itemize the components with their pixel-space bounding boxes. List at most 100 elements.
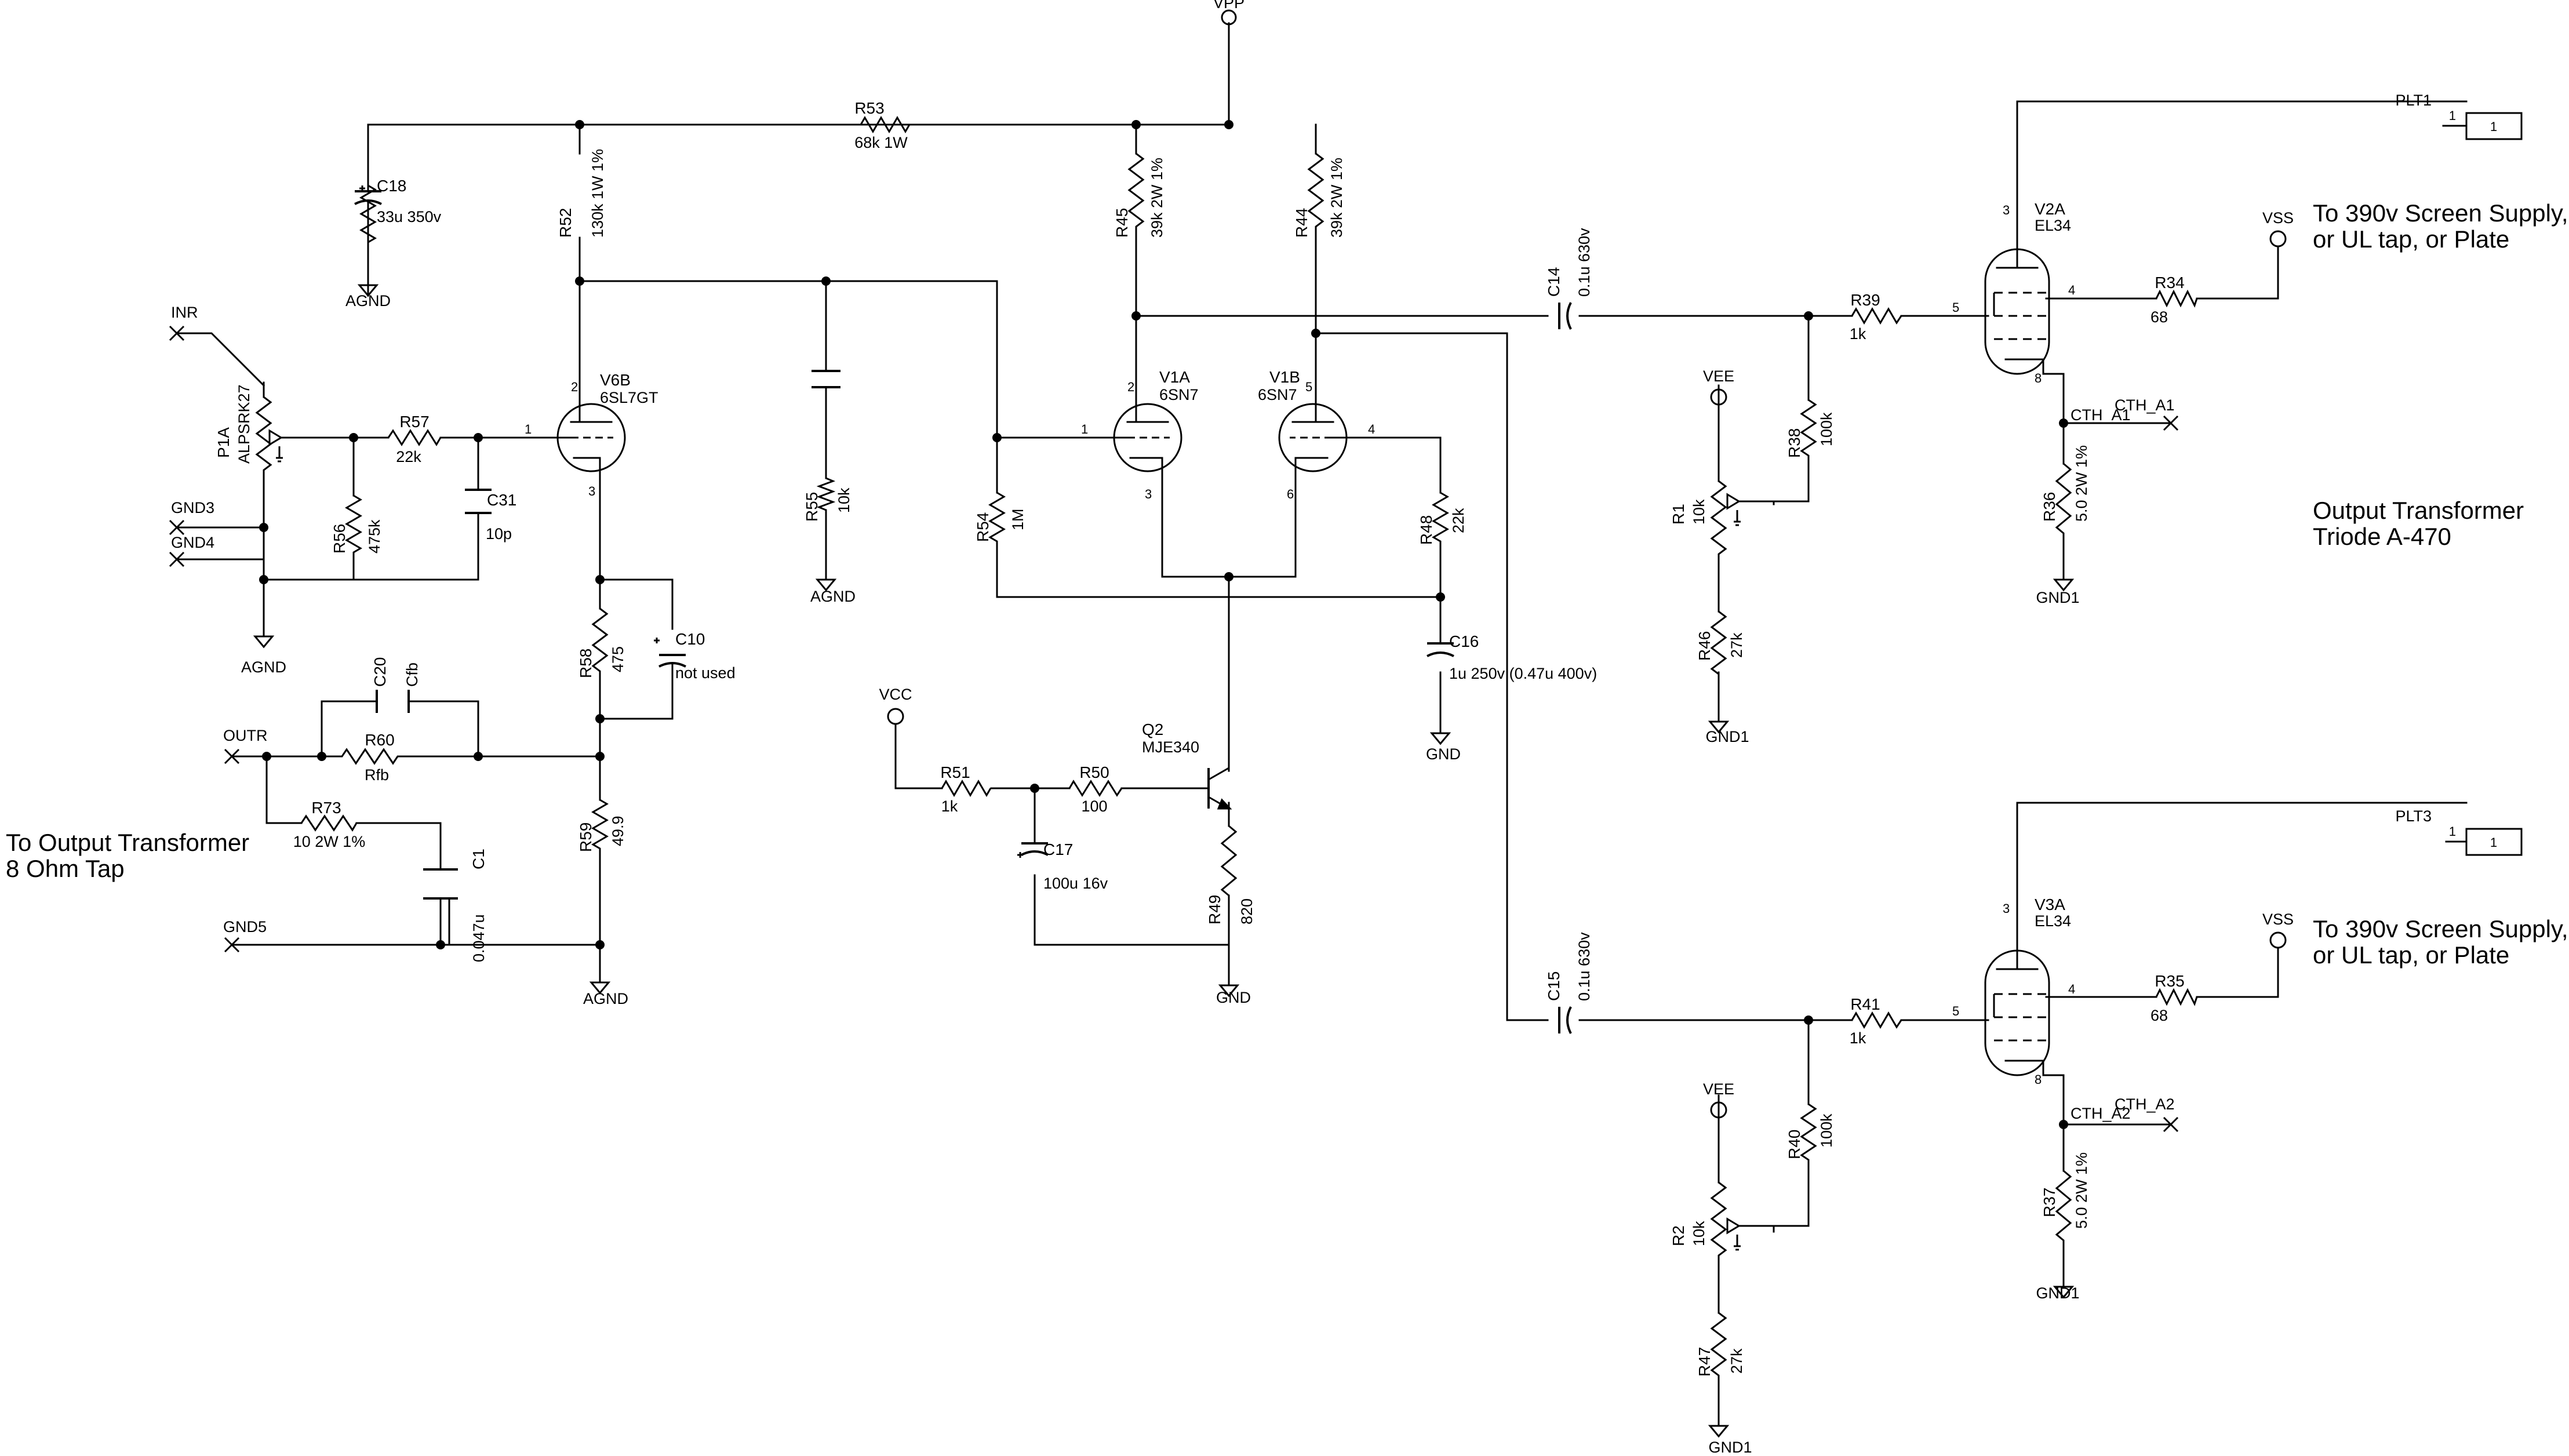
svg-text:475k: 475k [366,519,383,554]
svg-text:R34: R34 [2155,274,2184,292]
svg-text:R40: R40 [1785,1130,1803,1159]
svg-text:VSS: VSS [2262,209,2294,227]
svg-text:or UL tap, or Plate: or UL tap, or Plate [2313,941,2509,969]
svg-text:R35: R35 [2155,972,2184,990]
resistor-r55: R55 10k [803,477,853,522]
svg-text:V2A: V2A [2035,200,2065,218]
svg-text:Cfb: Cfb [403,663,421,687]
svg-text:0.1u 630v: 0.1u 630v [1575,228,1593,297]
svg-text:C16: C16 [1449,632,1479,650]
svg-text:27k: 27k [1728,632,1745,658]
svg-text:INR: INR [171,304,198,321]
svg-text:C20: C20 [371,657,389,687]
svg-text:R50: R50 [1079,763,1109,781]
resistor-r73: R73 10 2W 1% [293,799,366,850]
pentode-v2a: 3 5 4 8 V2A EL34 [1952,200,2075,385]
svg-text:GND: GND [1426,745,1461,763]
svg-text:ALPSRK27: ALPSRK27 [235,384,253,464]
svg-text:Triode A-470: Triode A-470 [2313,523,2451,550]
vss-terminal-bottom: VSS [2262,911,2294,949]
svg-text:R1: R1 [1669,504,1687,525]
resistor-r48: R48 22k [1417,492,1467,545]
svg-text:VCC: VCC [879,686,912,703]
svg-text:To Output Transformer: To Output Transformer [6,829,249,856]
svg-text:R53: R53 [854,99,884,117]
svg-text:R57: R57 [399,413,429,431]
capacitor-c15: C15 0.1u 630v [1545,932,1593,1034]
svg-text:3: 3 [2003,901,2010,916]
capacitor-unlabeled [812,341,840,395]
svg-text:10k: 10k [1690,1221,1708,1246]
svg-text:R49: R49 [1206,895,1224,924]
svg-text:1: 1 [2449,108,2456,123]
triode-v1b: 5 4 6 V1B 6SN7 [1258,368,1375,501]
resistor-r60: R60 Rfb [313,731,417,784]
wires [176,22,2468,1427]
capacitor-c31: C31 10p [465,489,516,543]
resistor-r36: R36 5.0 2W 1% [2040,445,2090,536]
ground-symbol-v2a: GND1 [2036,578,2080,606]
potentiometer-p1a: P1A ALPSRK27 [214,384,290,481]
port-cth-a2: CTH_A2 CTH_A2 [2071,1095,2179,1133]
ground-symbol-r49: GND [1216,984,1251,1006]
svg-text:4: 4 [2068,283,2075,297]
svg-text:MJE340: MJE340 [1142,738,1199,756]
svg-text:1k: 1k [1850,325,1866,343]
svg-text:4: 4 [2068,982,2075,996]
port-outr: OUTR [223,727,268,765]
svg-text:C15: C15 [1545,971,1563,1001]
svg-text:VSS: VSS [2262,911,2294,928]
resistor-r41: R41 1k [1850,995,1902,1047]
svg-text:100k: 100k [1818,412,1835,446]
vcc-terminal: VCC [879,686,912,725]
svg-text:820: 820 [1238,898,1256,924]
svg-text:0.047u: 0.047u [470,914,487,962]
svg-text:22k: 22k [1450,508,1467,533]
svg-text:0.1u 630v: 0.1u 630v [1575,932,1593,1001]
svg-text:39k 2W 1%: 39k 2W 1% [1148,158,1166,238]
svg-text:PLT3: PLT3 [2395,807,2432,825]
svg-text:To 390v Screen Supply,: To 390v Screen Supply, [2313,199,2568,227]
svg-text:1k: 1k [941,798,958,815]
resistor-r51: R51 1k [940,763,992,815]
svg-text:C17: C17 [1043,840,1073,858]
svg-text:GND1: GND1 [2036,1284,2079,1302]
resistor-r44: R44 39k 2W 1% [1293,152,1345,238]
capacitors: C18 33u 350v C31 10p C10 not used C20 Cf… [354,123,1597,1034]
svg-text:GND: GND [1216,989,1251,1006]
resistor-r49: R49 820 [1206,825,1256,924]
resistor-r37: R37 5.0 2W 1% [2040,1152,2090,1243]
svg-text:GND1: GND1 [1705,728,1749,745]
svg-text:130k 1W 1%: 130k 1W 1% [589,149,606,238]
ground-symbol-r55: AGND [810,578,856,605]
svg-text:VEE: VEE [1703,367,1734,385]
ground-symbol-c18: AGND [345,284,391,310]
vee-terminal-bottom: VEE [1703,1080,1734,1119]
note-output-tap: To Output Transformer 8 Ohm Tap [6,829,249,882]
resistor-r45: R45 39k 2W 1% [1113,152,1166,238]
vee-terminal-top: VEE [1703,367,1734,406]
capacitor-c10: C10 not used [654,630,736,682]
capacitor-c20: C20 Cfb [371,657,421,713]
svg-text:33u 350v: 33u 350v [377,208,442,225]
svg-text:AGND: AGND [810,588,856,605]
resistor-r56: R56 475k [330,494,383,556]
svg-text:R73: R73 [311,799,341,817]
svg-text:R41: R41 [1850,995,1880,1013]
port-gnd4: GND4 [169,534,214,567]
power-symbols: VPP VCC VSS VSS VEE VEE AGND AGND AGND A… [241,0,2294,1456]
note-screen-supply-top: To 390v Screen Supply, or UL tap, or Pla… [2313,199,2568,253]
svg-text:V1A: V1A [1159,368,1190,386]
svg-text:C10: C10 [675,630,705,648]
svg-text:PLT1: PLT1 [2395,92,2432,109]
svg-text:8: 8 [2035,1072,2042,1087]
svg-text:V6B: V6B [600,371,631,389]
svg-text:R52: R52 [556,208,574,238]
ground-symbol-r47: GND1 [1708,1425,1752,1456]
svg-text:C18: C18 [377,177,406,195]
note-transformer: Output Transformer Triode A-470 [2313,497,2524,550]
svg-text:1: 1 [1081,422,1088,436]
svg-text:22k: 22k [396,448,421,465]
svg-text:R55: R55 [803,492,821,522]
ground-symbol-v3a: GND1 [2036,1284,2079,1302]
